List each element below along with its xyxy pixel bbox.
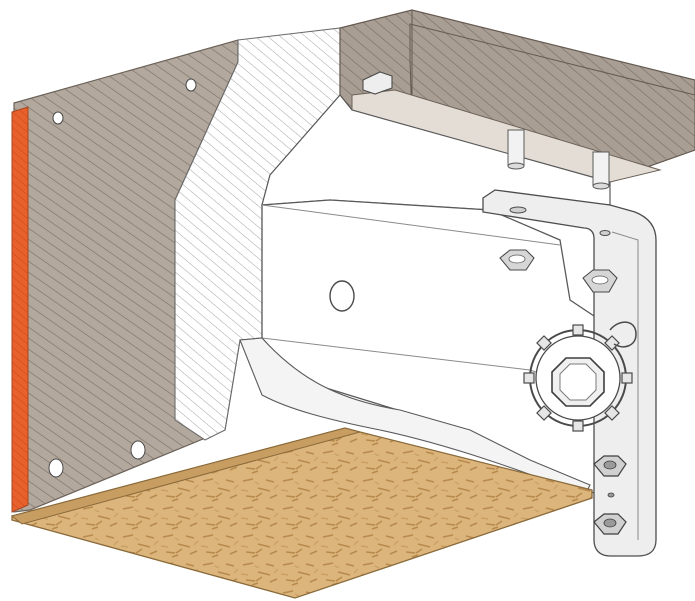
lintel-clip: [362, 71, 393, 95]
render-strip: [11, 106, 29, 513]
osb-board-edge: [10, 427, 362, 525]
wall-hole-3: [48, 458, 64, 478]
bracket-hole-2: [607, 492, 615, 498]
hex-nut-1: [499, 249, 535, 271]
housing-curve: [239, 337, 591, 496]
ceiling-bolt-2: [592, 151, 610, 190]
bracket-hole: [599, 230, 611, 236]
ceiling-bolt-1: [507, 129, 525, 170]
hex-nut-2: [582, 269, 618, 293]
wall-hole-1: [52, 111, 64, 125]
housing-edge-line: [261, 204, 561, 246]
bracket-inner-edge: [611, 231, 639, 540]
bracket-slot: [509, 206, 527, 214]
bracket-bolt-2: [593, 513, 627, 535]
housing-hole: [329, 280, 355, 312]
bracket-bolt-1: [593, 455, 627, 477]
wall-hole-4: [130, 440, 146, 460]
wall-hole-2: [185, 78, 197, 92]
octagonal-shaft-bearing: [523, 321, 637, 432]
